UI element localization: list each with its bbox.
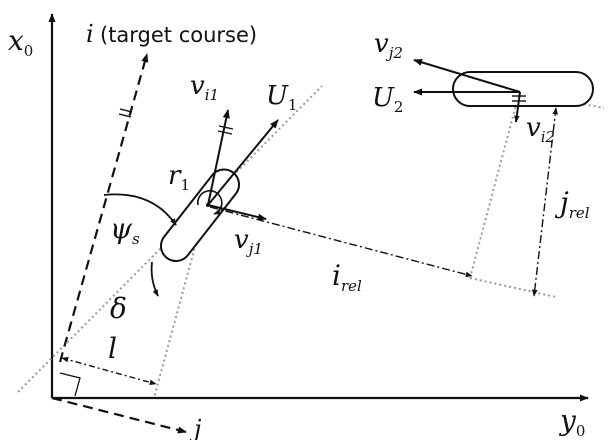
j-rel-label: jrel — [554, 186, 590, 222]
U2-label: U2 — [372, 83, 403, 116]
vi1-tick-1 — [218, 125, 234, 130]
r1-label: r1 — [168, 161, 190, 194]
l-label: l — [108, 332, 117, 365]
U1-label: U1 — [266, 81, 297, 114]
vj1-label: vj1 — [234, 225, 263, 258]
i-rel-label: irel — [332, 259, 362, 295]
i-axis-tick-1 — [119, 108, 133, 113]
vj2-vector — [413, 58, 521, 93]
psi-s-label: ψs — [110, 212, 140, 248]
vi2-label: vi2 — [526, 113, 555, 146]
right-angle-mark — [59, 372, 81, 397]
U1-vector — [207, 119, 279, 206]
i-target-course-axis — [58, 53, 149, 363]
vj2-label: vj2 — [374, 29, 403, 62]
delta-angle-arc — [150, 261, 159, 297]
j-axis — [51, 396, 187, 434]
ship2-course-line — [519, 91, 605, 109]
i-axis-label: i — [86, 20, 94, 48]
vi1-tick-2 — [217, 130, 233, 135]
vi2-vector — [514, 91, 521, 123]
vj1-vector — [207, 204, 267, 221]
ship2-projection-line — [469, 89, 521, 279]
ship2-hull — [452, 71, 594, 107]
j-axis-label: j — [189, 415, 202, 440]
x0-label: x0 — [8, 24, 33, 60]
target-course-caption: (target course) — [100, 23, 257, 47]
vi1-label: vi1 — [190, 71, 219, 104]
y0-label: y0 — [558, 404, 585, 440]
psi-s-angle-arc — [103, 193, 177, 226]
ship2-heading-line — [469, 277, 557, 298]
i-rel-distance — [209, 206, 473, 278]
vi1-vector — [207, 109, 230, 206]
delta-label: δ — [110, 292, 127, 325]
r1-rotation-arc — [197, 190, 223, 215]
i-axis-tick-2 — [118, 113, 132, 118]
l-distance — [61, 356, 157, 386]
